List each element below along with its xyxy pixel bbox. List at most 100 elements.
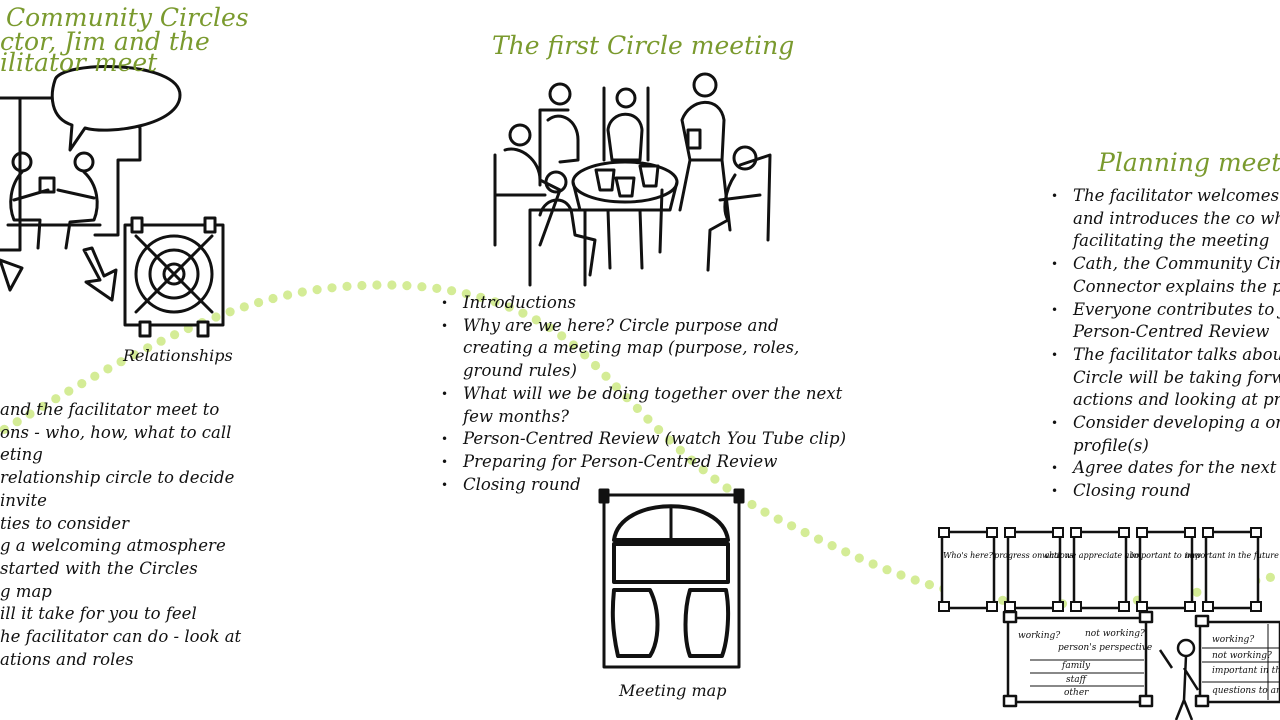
list-line: ill it take for you to feel	[0, 604, 197, 624]
path-dot	[357, 280, 367, 291]
path-dot	[924, 580, 935, 590]
board-right-row: working?	[1212, 635, 1254, 645]
board-left-row: family	[1061, 661, 1091, 671]
review-boards-drawing	[1002, 610, 1280, 720]
list-line: ties to consider	[0, 513, 129, 533]
review-card-label: important to now	[1131, 551, 1201, 560]
path-dot	[402, 281, 412, 291]
list-line: Circle will be taking forwa	[1073, 367, 1280, 387]
board-left-row: person's perspective	[1058, 643, 1152, 653]
path-dot	[51, 394, 61, 404]
review-card	[1006, 530, 1062, 610]
path-dot	[268, 293, 278, 304]
path-dot	[773, 514, 783, 524]
path-dot	[643, 414, 653, 424]
connector-meeting-drawing	[0, 64, 225, 338]
list-line: g a welcoming atmosphere	[0, 536, 226, 556]
path-dot	[225, 307, 235, 317]
path-dot	[813, 534, 824, 544]
path-dot	[64, 386, 74, 396]
card-clip	[1250, 601, 1262, 612]
relationships-caption: Relationships	[123, 346, 233, 365]
path-dot	[129, 350, 139, 360]
card-clip	[1052, 527, 1064, 538]
path-dot	[854, 553, 864, 563]
list-line: Person-Centred Review	[1073, 322, 1270, 342]
list-line: Everyone contributes to Ji	[1051, 299, 1280, 322]
path-dot	[25, 409, 35, 419]
board-right-row: questions to answer	[1212, 686, 1280, 696]
path-dot	[827, 541, 837, 551]
list-line: Connector explains the pr	[1073, 276, 1280, 296]
path-dot	[90, 371, 100, 381]
path-dot	[327, 283, 337, 293]
path-dot	[312, 285, 322, 295]
list-line: The facilitator talks about	[1051, 344, 1280, 367]
section1-title-line: ctor, Jim and the	[0, 27, 210, 56]
board-right-row: important in the future	[1212, 666, 1280, 676]
meeting-map-poster	[598, 488, 745, 669]
path-dot	[417, 282, 427, 292]
review-card-label: progress on actions	[994, 551, 1074, 560]
list-line: started with the Circles	[0, 558, 198, 578]
card-clip	[1136, 601, 1148, 612]
list-line: ground rules)	[463, 361, 577, 381]
board-left-header-right: not working?	[1085, 629, 1145, 639]
board-left-row: other	[1064, 688, 1089, 698]
path-dot	[143, 343, 153, 353]
card-clip	[1184, 601, 1196, 612]
path-dot	[580, 350, 590, 360]
path-dot	[116, 357, 126, 367]
path-dot	[882, 565, 892, 575]
list-line: actions and looking at pro	[1073, 390, 1280, 410]
list-line: Preparing for Person-Centred Review	[441, 451, 846, 474]
list-line: ations and roles	[0, 649, 134, 669]
path-dot	[254, 297, 264, 308]
path-dot	[841, 547, 851, 557]
card-clip	[1070, 527, 1082, 538]
path-dot	[387, 280, 397, 290]
list-line: invite	[0, 490, 47, 510]
list-line: Cath, the Community Circ	[1051, 253, 1280, 276]
list-line: Consider developing a one	[1051, 412, 1280, 435]
list-line: Closing round	[1051, 480, 1280, 503]
list-line: Introductions	[441, 292, 846, 315]
card-clip	[938, 527, 950, 538]
path-dot	[868, 559, 878, 569]
board-right-row: not working?	[1212, 651, 1272, 661]
card-clip	[1004, 601, 1016, 612]
card-clip	[986, 601, 998, 612]
path-dot	[297, 287, 307, 297]
card-clip	[1184, 527, 1196, 538]
review-card	[940, 530, 996, 610]
section2-title: The first Circle meeting	[492, 31, 795, 60]
list-line: Closing round	[441, 474, 846, 497]
card-clip	[1004, 527, 1016, 538]
card-clip	[1250, 527, 1262, 538]
review-card-label: what we appreciate about....	[1042, 551, 1158, 560]
board-left-row: staff	[1066, 675, 1088, 685]
section1-title-line: ilitator meet	[0, 48, 158, 77]
list-line: eting	[0, 445, 43, 465]
review-card-label: important in the future	[1185, 551, 1279, 560]
path-dot	[283, 290, 293, 300]
path-dot	[787, 521, 797, 531]
board-right-labels: working? not working? important in the f…	[1212, 635, 1280, 696]
list-line: facilitating the meeting	[1073, 231, 1270, 251]
card-clip	[1070, 601, 1082, 612]
section1-title-line: Community Circles	[6, 3, 249, 32]
list-line: Why are we here? Circle purpose and	[441, 315, 846, 338]
list-line: What will we be doing together over the …	[441, 383, 846, 406]
section2-bullet-list: IntroductionsWhy are we here? Circle pur…	[441, 292, 846, 497]
list-line: and introduces the co wh	[1073, 208, 1280, 228]
list-line: g map	[0, 581, 52, 601]
path-dot	[103, 364, 113, 374]
card-clip	[986, 527, 998, 538]
list-line: The facilitator welcomes e	[1051, 185, 1280, 208]
path-dot	[38, 401, 48, 411]
list-line: Person-Centred Review (watch You Tube cl…	[441, 428, 846, 451]
path-dot	[632, 403, 643, 413]
